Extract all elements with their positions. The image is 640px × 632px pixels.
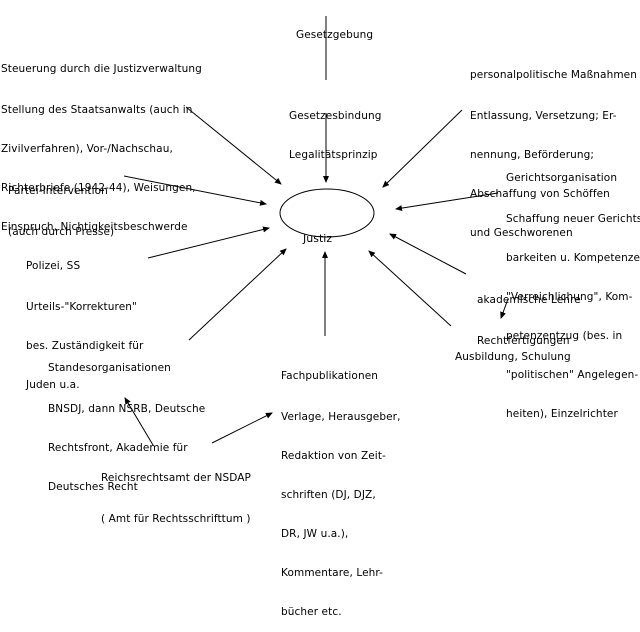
node-gesetzgebung: Gesetzgebung	[296, 3, 373, 57]
node-line: "Verreichlichung", Kom-	[506, 291, 633, 303]
node-line: Zivilverfahren), Vor-/Nachschau,	[1, 143, 173, 155]
node-line: Richterbriefe (1942-44), Weisungen,	[1, 182, 196, 194]
node-line: Stellung des Staatsanwalts (auch in	[1, 104, 193, 116]
node-title: Standesorganisationen	[48, 362, 171, 374]
arrow-gericht	[395, 192, 499, 212]
node-title: Reichsrechtsamt der NSDAP	[101, 472, 251, 484]
node-reichsrecht: Reichsrechtsamt der NSDAP ( Amt für Rech…	[101, 446, 251, 539]
node-title: Gerichtsorganisation	[506, 172, 618, 184]
node-line: Urteils-"Korrekturen"	[26, 301, 137, 313]
node-title: Steuerung durch die Justizverwaltung	[1, 63, 202, 75]
node-steuerung: Steuerung durch die Justizverwaltung Ste…	[1, 37, 202, 247]
node-title: Fachpublikationen	[281, 370, 379, 382]
node-line: "politischen" Angelegen-	[506, 369, 639, 381]
node-line: Legalitätsprinzip	[289, 149, 378, 161]
node-akademisch: akademische Lehre Rechtfertigungen	[477, 268, 581, 361]
node-title: Gesetzgebung	[296, 29, 374, 41]
node-line: Redaktion von Zeit-	[281, 450, 386, 462]
node-line: Verlage, Herausgeber,	[281, 411, 401, 423]
node-title: akademische Lehre	[477, 294, 581, 306]
node-personal: personalpolitische Maßnahmen Entlassung,…	[470, 43, 637, 253]
node-title: Partei-Intervention	[8, 185, 108, 197]
node-line: bes. Zuständigkeit für	[26, 340, 144, 352]
node-line: BNSDJ, dann NSRB, Deutsche	[48, 403, 206, 415]
diagram-canvas	[123, 16, 509, 446]
node-line: Rechtfertigungen	[477, 335, 570, 347]
node-title: Ausbildung, Schulung	[455, 351, 571, 363]
arrow-reichsrecht-fach	[211, 412, 273, 444]
node-line: petenzentzug (bes. in	[506, 330, 623, 342]
node-line: barkeiten u. Kompetenzen,	[506, 252, 640, 264]
node-line: heiten), Einzelrichter	[506, 408, 618, 420]
justiz-ellipse	[279, 188, 375, 238]
node-line: Entlassung, Versetzung; Er-	[470, 110, 617, 122]
arrow-rechtfertigung-ausbildung	[500, 298, 509, 319]
arrow-steuerung	[185, 106, 282, 185]
arrow-personal	[382, 109, 463, 188]
node-line: bücher etc.	[281, 606, 342, 618]
arrow-ausbildung	[368, 250, 452, 327]
node-fach: Fachpublikationen Verlage, Herausgeber, …	[281, 344, 401, 632]
node-line: DR, JW u.a.),	[281, 528, 349, 540]
node-gesetzesbindung: Gesetzesbindung Legalitätsprinzip	[289, 84, 381, 175]
node-line: ( Amt für Rechtsschrifttum )	[101, 513, 251, 525]
node-line: Einspruch, Nichtigkeitsbeschwerde	[1, 221, 188, 233]
arrow-akademisch	[389, 233, 467, 275]
node-line: Gesetzesbindung	[289, 110, 382, 122]
node-line: schriften (DJ, DJZ,	[281, 489, 376, 501]
node-ausbildung: Ausbildung, Schulung	[455, 325, 571, 379]
node-line: nennung, Beförderung;	[470, 149, 595, 161]
center-node-label: Justiz	[303, 232, 333, 245]
node-title: Polizei, SS	[26, 260, 81, 272]
node-line: (auch durch Presse)	[8, 226, 115, 238]
arrow-polizei	[147, 226, 270, 259]
node-line: Abschaffung von Schöffen	[470, 188, 610, 200]
node-line: Rechtsfront, Akademie für	[48, 442, 188, 454]
node-gericht: Gerichtsorganisation Schaffung neuer Ger…	[506, 146, 640, 434]
node-line: Kommentare, Lehr-	[281, 567, 384, 579]
arrow-partei	[123, 175, 267, 206]
node-line: Juden u.a.	[26, 379, 80, 391]
arrow-reichsrecht-stand	[124, 397, 154, 446]
node-partei: Partei-Intervention (auch durch Presse)	[8, 159, 114, 252]
node-line: und Geschworenen	[470, 227, 573, 239]
arrow-stand	[188, 248, 287, 341]
node-line: Schaffung neuer Gerichts-	[506, 213, 640, 225]
node-polizei: Polizei, SS Urteils-"Korrekturen" bes. Z…	[26, 234, 143, 405]
node-title: personalpolitische Maßnahmen	[470, 69, 637, 81]
